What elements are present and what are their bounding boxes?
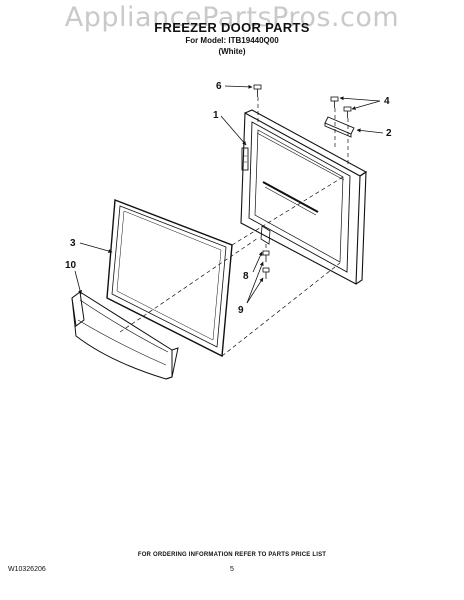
watermark: AppliancePartsPros.com <box>64 2 400 33</box>
callout-8: 8 <box>243 271 249 282</box>
callout-6: 6 <box>216 81 222 92</box>
variant-label: (White) <box>218 47 246 56</box>
callout-2: 2 <box>386 128 392 139</box>
page-title: FREEZER DOOR PARTS <box>154 20 310 35</box>
page-number: 5 <box>230 566 234 573</box>
door-bracket <box>324 116 355 138</box>
document-number: W10326206 <box>8 566 46 573</box>
assembly-lines <box>119 97 349 357</box>
model-line: For Model: ITB19440Q00 <box>185 36 279 45</box>
door-bin <box>71 291 179 380</box>
screws <box>253 84 352 279</box>
freezer-door <box>240 109 368 285</box>
callout-10: 10 <box>65 260 77 271</box>
callout-1: 1 <box>213 110 219 121</box>
ordering-note: FOR ORDERING INFORMATION REFER TO PARTS … <box>137 552 327 558</box>
callout-leaders <box>74 84 384 304</box>
callout-9: 9 <box>238 305 244 316</box>
callout-4: 4 <box>384 96 390 107</box>
callout-3: 3 <box>70 238 76 249</box>
